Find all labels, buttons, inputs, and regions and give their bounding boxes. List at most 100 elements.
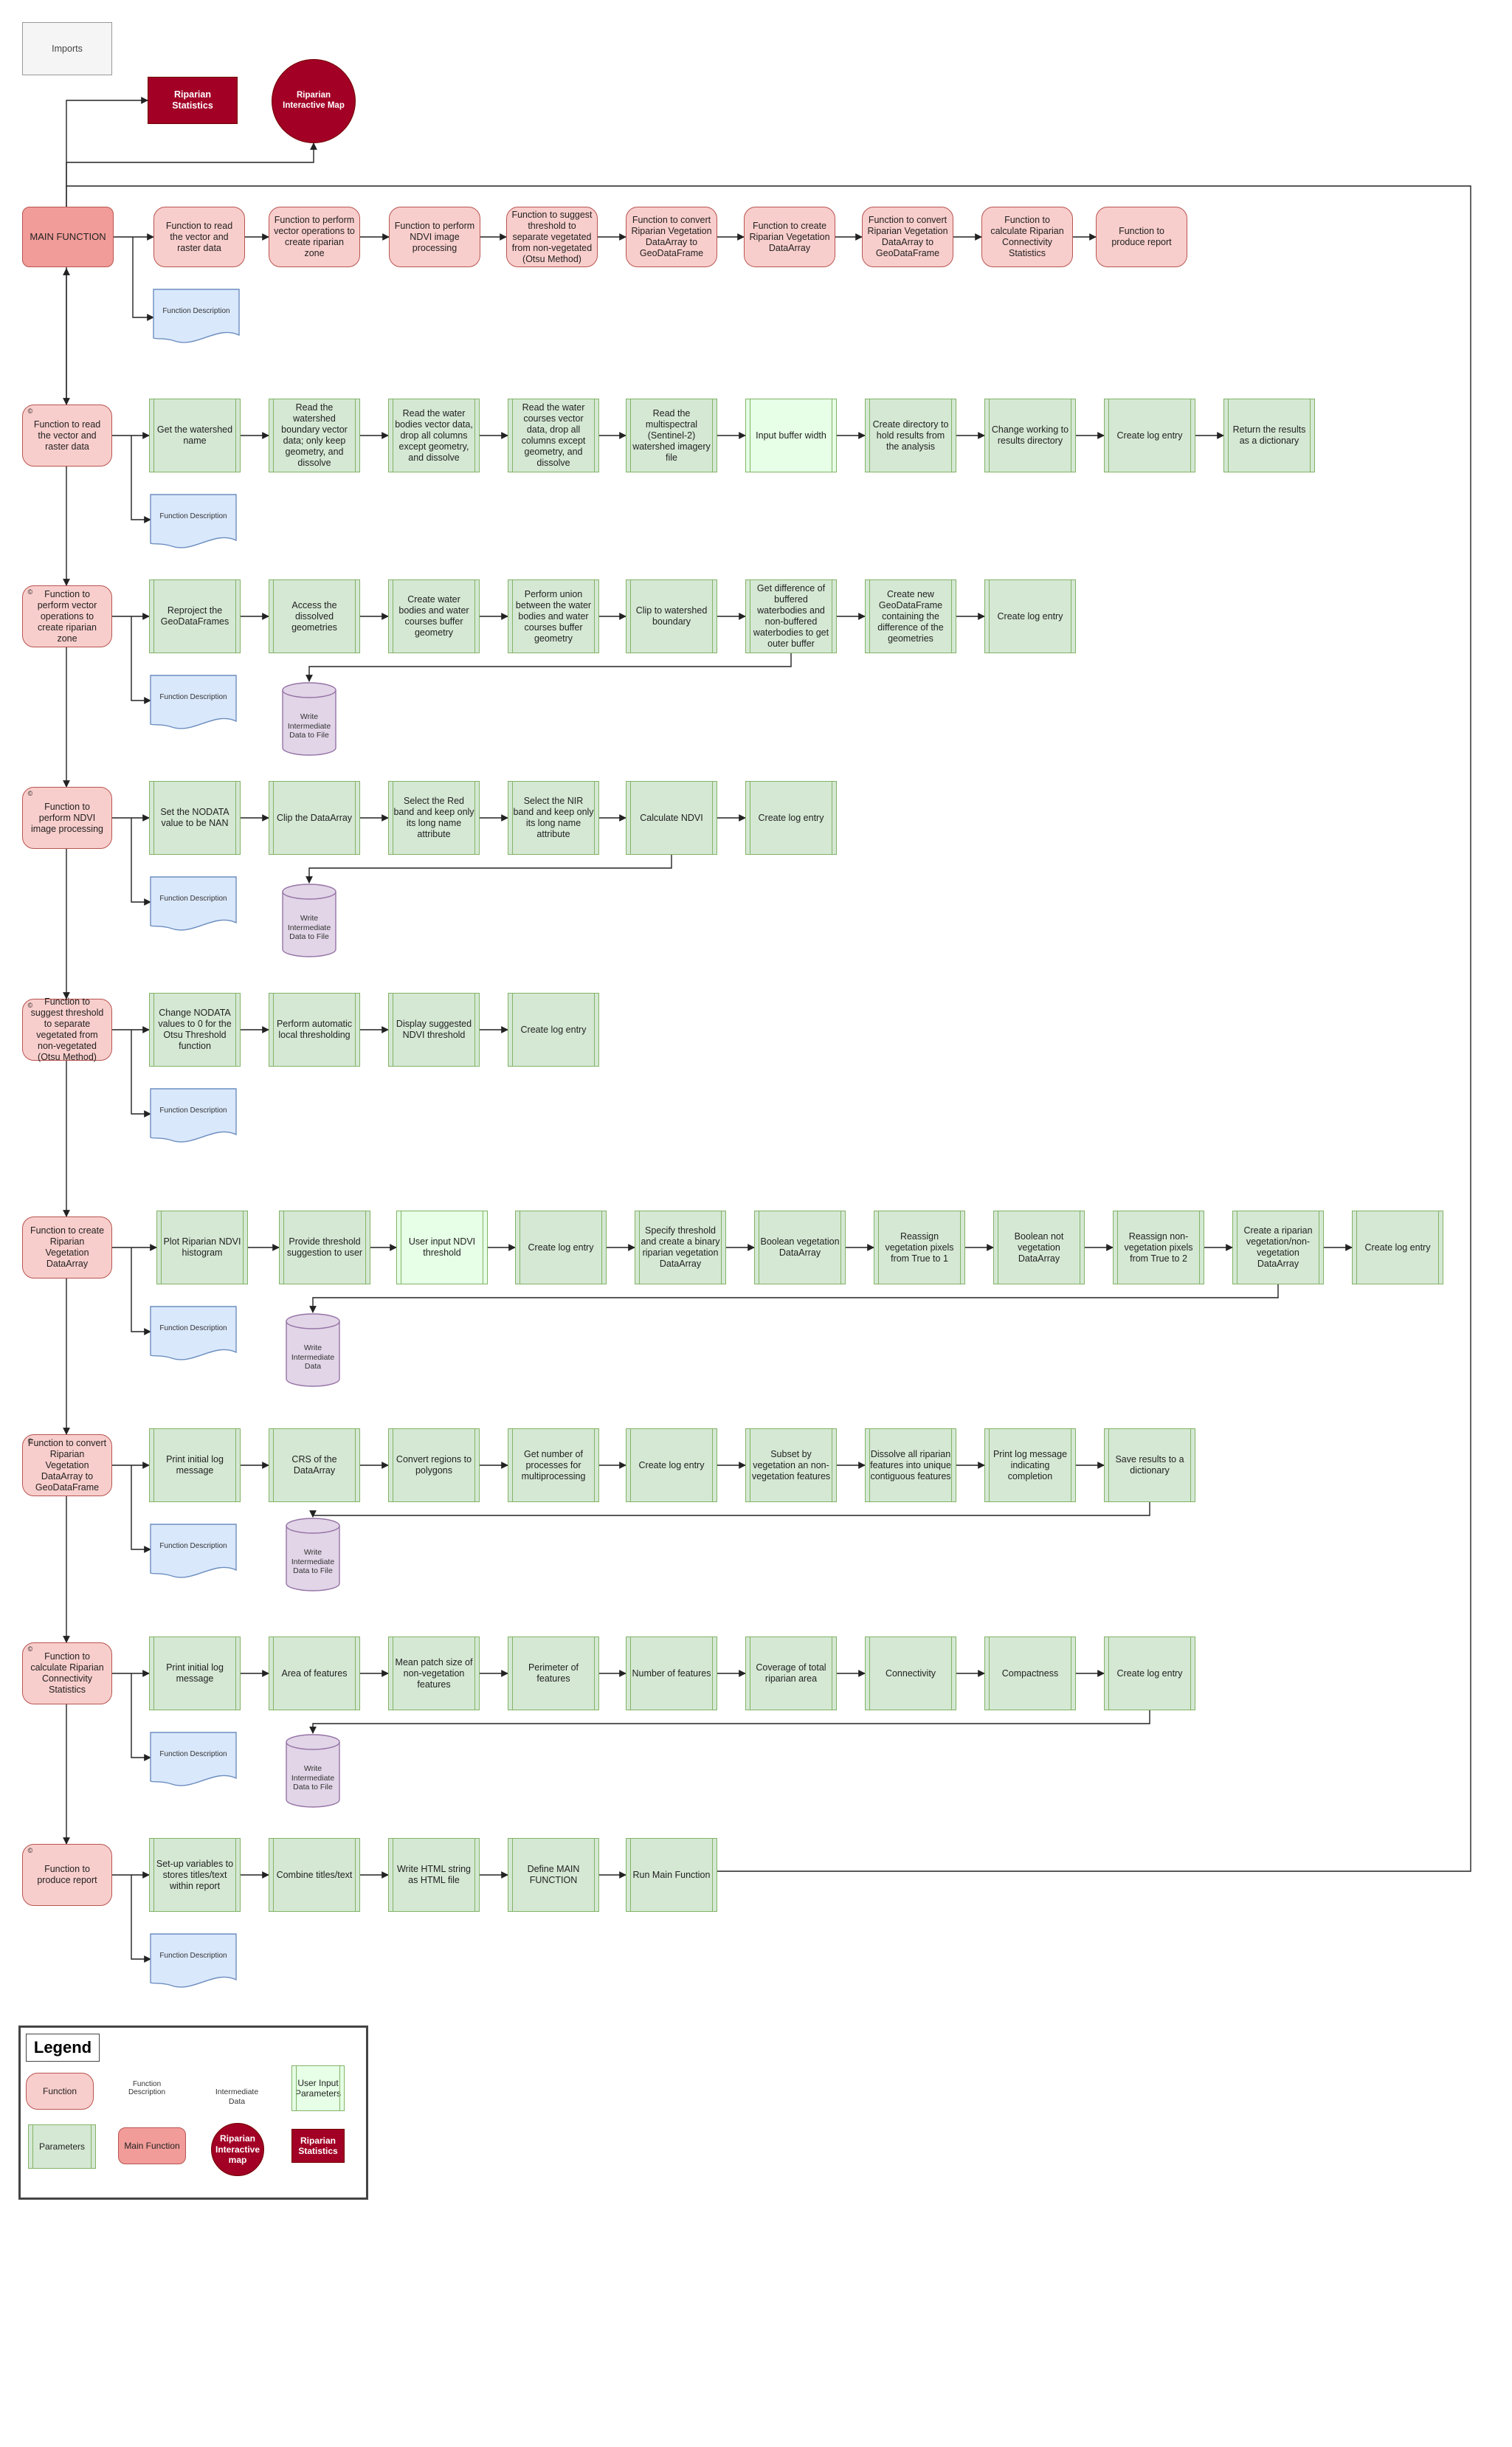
row-5-function-box[interactable]: Function to create Riparian Vegetation D… [22,1216,112,1278]
row-6-step-2[interactable]: CRS of the DataArray [269,1428,360,1502]
row-3-step-6[interactable]: Create log entry [745,781,837,855]
row-5-step-1[interactable]: Plot Riparian NDVI histogram [156,1211,248,1284]
row-6-step-5[interactable]: Create log entry [626,1428,717,1502]
row-5-step-11[interactable]: Create log entry [1352,1211,1443,1284]
row-2-step-8[interactable]: Create log entry [984,579,1076,653]
row-7-step-7[interactable]: Connectivity [865,1637,956,1710]
main-row-function-4[interactable]: Function to suggest threshold to separat… [506,207,598,267]
row-8-step-2[interactable]: Combine titles/text [269,1838,360,1912]
row-1-step-9[interactable]: Create log entry [1104,399,1195,472]
row-4-step-3[interactable]: Display suggested NDVI threshold [388,993,480,1067]
main-row-function-1[interactable]: Function to read the vector and raster d… [153,207,245,267]
row-5-step-9[interactable]: Reassign non-vegetation pixels from True… [1113,1211,1204,1284]
row-6-step-6[interactable]: Subset by vegetation an non-vegetation f… [745,1428,837,1502]
row-5-step-6[interactable]: Boolean vegetation DataArray [754,1211,846,1284]
row-3-step-2[interactable]: Clip the DataArray [269,781,360,855]
row-8-step-3[interactable]: Write HTML string as HTML file [388,1838,480,1912]
row-5-step-7[interactable]: Reassign vegetation pixels from True to … [874,1211,965,1284]
row-1-step-4[interactable]: Read the water courses vector data, drop… [508,399,599,472]
row-7-function-box[interactable]: Function to calculate Riparian Connectiv… [22,1642,112,1704]
row-3-intermediate-cylinder [282,884,336,957]
row-1-step-6[interactable]: Input buffer width [745,399,837,472]
row-7-step-1[interactable]: Print initial log message [149,1637,241,1710]
row-8-step-1[interactable]: Set-up variables to stores titles/text w… [149,1838,241,1912]
row-1-step-3[interactable]: Read the water bodies vector data, drop … [388,399,480,472]
row-4-function-box[interactable]: Function to suggest threshold to separat… [22,997,112,1062]
legend-main-function: Main Function [118,2127,186,2164]
row-8-function-box[interactable]: Function to produce report [22,1844,112,1906]
row-5-description-doc [150,1306,237,1360]
row-4-step-2[interactable]: Perform automatic local thresholding [269,993,360,1067]
row-7-step-8[interactable]: Compactness [984,1637,1076,1710]
row-1-marker: © [27,407,33,415]
row-1-step-8[interactable]: Change working to results directory [984,399,1076,472]
row-6-function-box[interactable]: Function to convert Riparian Vegetation … [22,1434,112,1496]
row-4-step-1[interactable]: Change NODATA values to 0 for the Otsu T… [149,993,241,1067]
row-8-step-5[interactable]: Run Main Function [626,1838,717,1912]
main-row-function-6[interactable]: Function to create Riparian Vegetation D… [744,207,835,267]
row-7-step-6[interactable]: Coverage of total riparian area [745,1637,837,1710]
row-6-step-4[interactable]: Get number of processes for multiprocess… [508,1428,599,1502]
row-3-step-3[interactable]: Select the Red band and keep only its lo… [388,781,480,855]
row-8-step-4[interactable]: Define MAIN FUNCTION [508,1838,599,1912]
row-5-step-10[interactable]: Create a riparian vegetation/non-vegetat… [1232,1211,1324,1284]
function-description-label: Function Description [162,307,230,316]
row-6-step-7[interactable]: Dissolve all riparian features into uniq… [865,1428,956,1502]
row-7-step-9[interactable]: Create log entry [1104,1637,1195,1710]
row-6-step-8[interactable]: Print log message indicating completion [984,1428,1076,1502]
row-2-step-6[interactable]: Get difference of buffered waterbodies a… [745,579,837,653]
riparian-statistics-box[interactable]: Riparian Statistics [148,77,238,124]
row-6-step-1[interactable]: Print initial log message [149,1428,241,1502]
row-3-marker: © [27,789,33,797]
row-1-step-1[interactable]: Get the watershed name [149,399,241,472]
row-1-description-doc [150,494,237,548]
row-2-step-2[interactable]: Access the dissolved geometries [269,579,360,653]
row-2-step-7[interactable]: Create new GeoDataFrame containing the d… [865,579,956,653]
row-2-step-5[interactable]: Clip to watershed boundary [626,579,717,653]
row-4-description-arrow [131,1030,151,1118]
legend-function: Function [26,2073,94,2110]
row-1-step-7[interactable]: Create directory to hold results from th… [865,399,956,472]
row-3-description-doc [150,876,237,931]
row-2-step-3[interactable]: Create water bodies and water courses bu… [388,579,480,653]
row-1-step-10[interactable]: Return the results as a dictionary [1223,399,1315,472]
function-description-label: Function Description [159,512,227,521]
row-2-function-box[interactable]: Function to perform vector operations to… [22,585,112,647]
main-row-function-5[interactable]: Function to convert Riparian Vegetation … [626,207,717,267]
main-to-statistics-arrow [66,97,148,207]
row-1-step-2[interactable]: Read the watershed boundary vector data;… [269,399,360,472]
riparian-map-circle[interactable]: Riparian Interactive Map [272,59,356,143]
main-row-function-7[interactable]: Function to convert Riparian Vegetation … [862,207,953,267]
main-row-function-8[interactable]: Function to calculate Riparian Connectiv… [981,207,1073,267]
row-5-intermediate-cylinder [286,1313,340,1387]
row-7-step-2[interactable]: Area of features [269,1637,360,1710]
main-row-function-2[interactable]: Function to perform vector operations to… [269,207,360,267]
row-5-step-8[interactable]: Boolean not vegetation DataArray [993,1211,1085,1284]
row-2-step-4[interactable]: Perform union between the water bodies a… [508,579,599,653]
main-function-box[interactable]: MAIN FUNCTION [22,207,114,267]
row-3-step-1[interactable]: Set the NODATA value to be NAN [149,781,241,855]
row-7-step-3[interactable]: Mean patch size of non-vegetation featur… [388,1637,480,1710]
row-3-step-5[interactable]: Calculate NDVI [626,781,717,855]
row-5-step-5[interactable]: Specify threshold and create a binary ri… [635,1211,726,1284]
row-2-step-1[interactable]: Reproject the GeoDataFrames [149,579,241,653]
main-row-function-9[interactable]: Function to produce report [1096,207,1187,267]
row-3-step-4[interactable]: Select the NIR band and keep only its lo… [508,781,599,855]
row-7-step-5[interactable]: Number of features [626,1637,717,1710]
function-description-label: Function Description [159,1324,227,1333]
row-2-intermediate-cylinder [282,682,336,756]
row-5-step-4[interactable]: Create log entry [515,1211,607,1284]
row-4-step-4[interactable]: Create log entry [508,993,599,1067]
function-description-label: Function Description [159,1750,227,1759]
row-6-step-9[interactable]: Save results to a dictionary [1104,1428,1195,1502]
row-5-step-3[interactable]: User input NDVI threshold [396,1211,488,1284]
row-1-function-box[interactable]: Function to read the vector and raster d… [22,405,112,467]
row-6-step-3[interactable]: Convert regions to polygons [388,1428,480,1502]
row-7-step-4[interactable]: Perimeter of features [508,1637,599,1710]
main-row-function-3[interactable]: Function to perform NDVI image processin… [389,207,480,267]
row-5-step-2[interactable]: Provide threshold suggestion to user [279,1211,370,1284]
row-1-step-5[interactable]: Read the multispectral (Sentinel-2) wate… [626,399,717,472]
row-3-function-box[interactable]: Function to perform NDVI image processin… [22,787,112,849]
function-description-label: Function Description [159,1107,227,1115]
